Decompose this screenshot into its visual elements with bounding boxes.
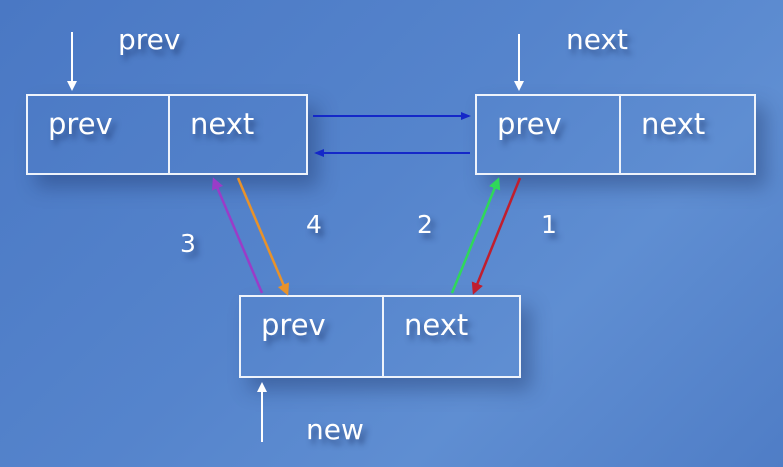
step-4-label: 4 (306, 210, 322, 239)
step-2-arrow (450, 177, 501, 294)
prev-node-prev-field: prev (48, 107, 113, 141)
step-2-label: 2 (417, 210, 433, 239)
next-node: prev next (475, 94, 756, 175)
step-3-label: 3 (180, 229, 196, 258)
new-node-next-field: next (382, 297, 519, 376)
prev-node-next-field: next (168, 96, 306, 173)
prev-pointer-label: prev (118, 23, 181, 56)
prev-node: prev next (26, 94, 308, 175)
step-1-arrow (471, 177, 522, 295)
next-pointer-label: next (566, 23, 629, 56)
step-4-arrow (236, 177, 289, 296)
next-node-next-field: next (619, 96, 754, 173)
next-node-prev-field: prev (497, 107, 562, 141)
new-node: prev next (239, 295, 521, 378)
new-node-prev-field: prev (261, 308, 326, 342)
step-1-label: 1 (541, 210, 557, 239)
step-3-arrow (211, 177, 264, 294)
new-pointer-label: new (306, 413, 364, 446)
